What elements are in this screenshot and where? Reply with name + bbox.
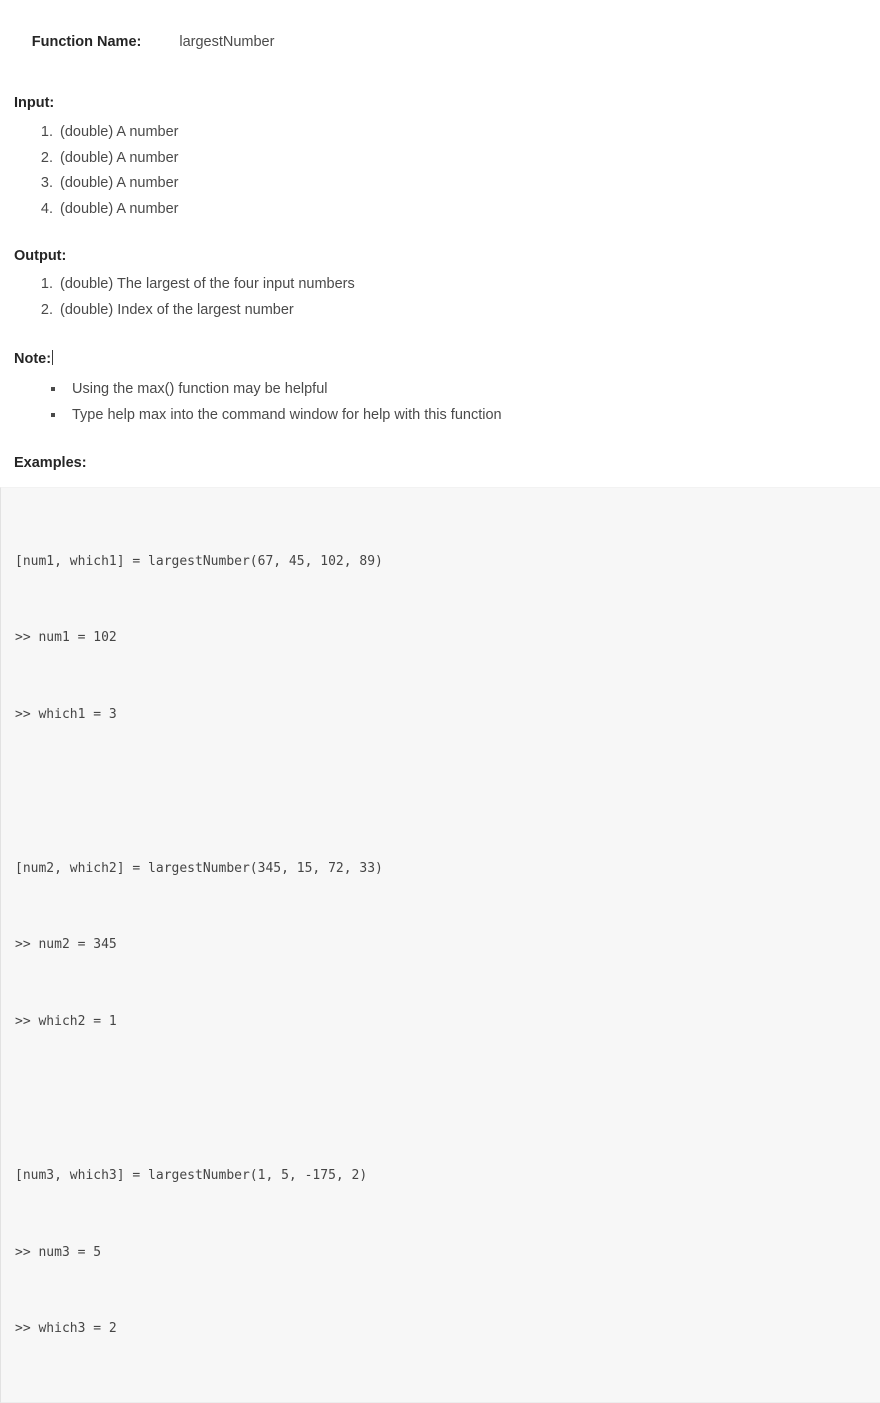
input-heading: Input: xyxy=(14,95,55,112)
note-list: Using the max() function may be helpful … xyxy=(0,377,880,429)
text-cursor-caret xyxy=(52,349,54,365)
list-item: (double) A number xyxy=(57,146,880,172)
input-section-header: Input: xyxy=(0,73,880,112)
code-line: >> which3 = 2 xyxy=(15,1321,117,1337)
output-section-header: Output: xyxy=(0,223,880,265)
examples-heading: Examples: xyxy=(14,454,87,471)
code-line: >> num1 = 102 xyxy=(15,630,117,646)
examples-section-header: Examples: xyxy=(0,429,880,472)
note-heading: Note: xyxy=(14,350,52,367)
examples-code-block: [num1, which1] = largestNumber(67, 45, 1… xyxy=(0,487,880,1403)
list-item: (double) A number xyxy=(57,171,880,197)
code-line: [num2, which2] = largestNumber(345, 15, … xyxy=(15,860,383,876)
code-line-blank xyxy=(15,779,880,805)
list-item: (double) A number xyxy=(57,197,880,223)
code-line: >> num2 = 345 xyxy=(15,937,117,953)
code-line: >> which2 = 1 xyxy=(15,1014,117,1030)
list-item: (double) Index of the largest number xyxy=(57,298,880,324)
output-list: (double) The largest of the four input n… xyxy=(0,272,880,324)
list-item: Using the max() function may be helpful xyxy=(66,377,880,403)
function-name-value: largestNumber xyxy=(179,33,275,50)
list-item: (double) The largest of the four input n… xyxy=(57,272,880,298)
function-name-row: Function Name: largestNumber xyxy=(0,0,880,73)
list-item: (double) A number xyxy=(57,120,880,146)
list-item: Type help max into the command window fo… xyxy=(66,403,880,429)
code-line: >> which1 = 3 xyxy=(15,707,117,723)
input-list: (double) A number (double) A number (dou… xyxy=(0,120,880,223)
code-line-blank xyxy=(15,1086,880,1112)
note-section-header: Note: xyxy=(0,324,880,368)
function-name-label: Function Name: xyxy=(31,33,142,50)
code-line: [num3, which3] = largestNumber(1, 5, -17… xyxy=(15,1167,368,1183)
output-heading: Output: xyxy=(14,247,67,264)
code-line: [num1, which1] = largestNumber(67, 45, 1… xyxy=(15,553,383,569)
code-line: >> num3 = 5 xyxy=(15,1244,102,1260)
